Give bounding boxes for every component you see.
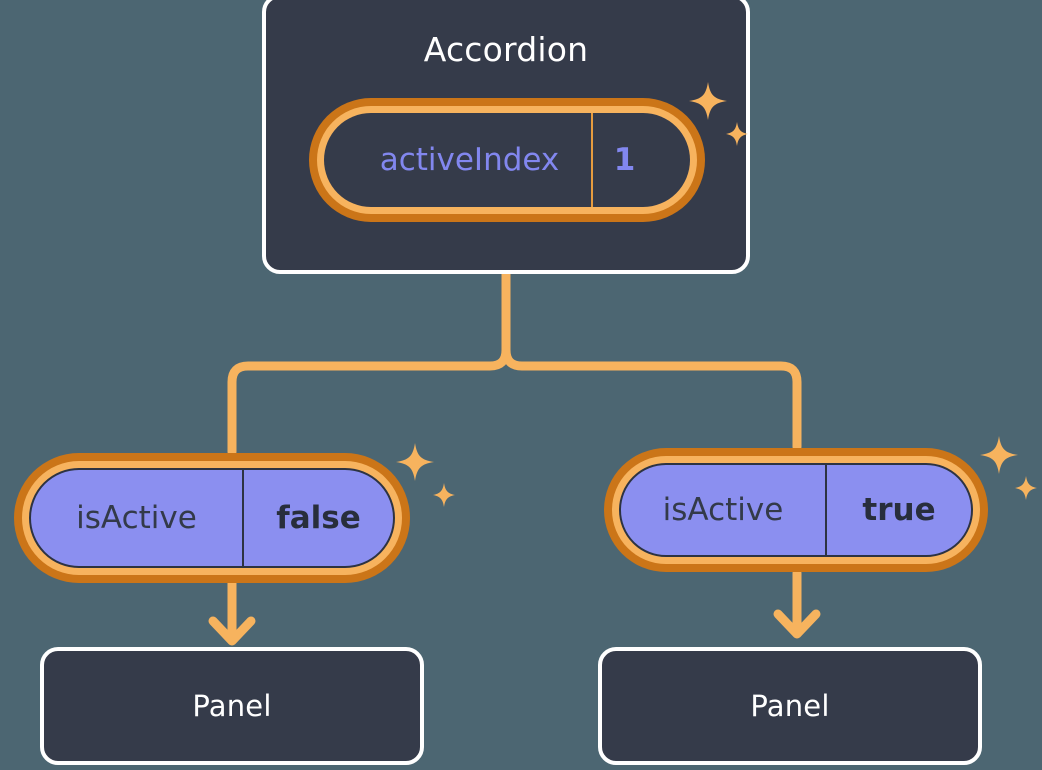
pill-inner-ring: isActive false: [22, 461, 402, 575]
state-key-is-active-left: isActive: [31, 470, 244, 566]
pill-body: activeIndex 1: [324, 113, 690, 207]
arrow-head-right: [773, 609, 821, 639]
panel-component-card-left[interactable]: Panel: [40, 647, 424, 765]
sparkle-icon: [980, 436, 1018, 474]
arrow-head-left: [208, 616, 256, 646]
pill-body: isActive true: [619, 463, 973, 557]
connector-to-left-pill: [227, 345, 511, 457]
state-pill-is-active-false[interactable]: isActive false: [14, 453, 410, 583]
panel-card-title-right: Panel: [750, 689, 830, 723]
sparkle-icon: [396, 443, 434, 481]
state-value-is-active-right: true: [862, 492, 936, 528]
state-pill-active-index[interactable]: activeIndex 1: [309, 98, 705, 222]
panel-component-card-right[interactable]: Panel: [598, 647, 982, 765]
pill-inner-ring: activeIndex 1: [317, 106, 697, 214]
sparkle-icon: [433, 483, 455, 507]
state-key-is-active-right: isActive: [621, 465, 827, 555]
state-key-active-index: activeIndex: [324, 113, 593, 207]
accordion-card-title: Accordion: [423, 30, 589, 69]
state-value-is-active-left: false: [276, 500, 361, 536]
state-pill-is-active-true[interactable]: isActive true: [604, 448, 988, 572]
pill-body: isActive false: [29, 468, 395, 568]
state-value-active-index: 1: [613, 142, 636, 178]
panel-card-title-left: Panel: [192, 689, 272, 723]
connector-to-right-pill: [501, 345, 802, 452]
sparkle-group-right: [978, 432, 1042, 506]
sparkle-icon: [1015, 476, 1037, 500]
pill-inner-ring: isActive true: [612, 456, 980, 564]
